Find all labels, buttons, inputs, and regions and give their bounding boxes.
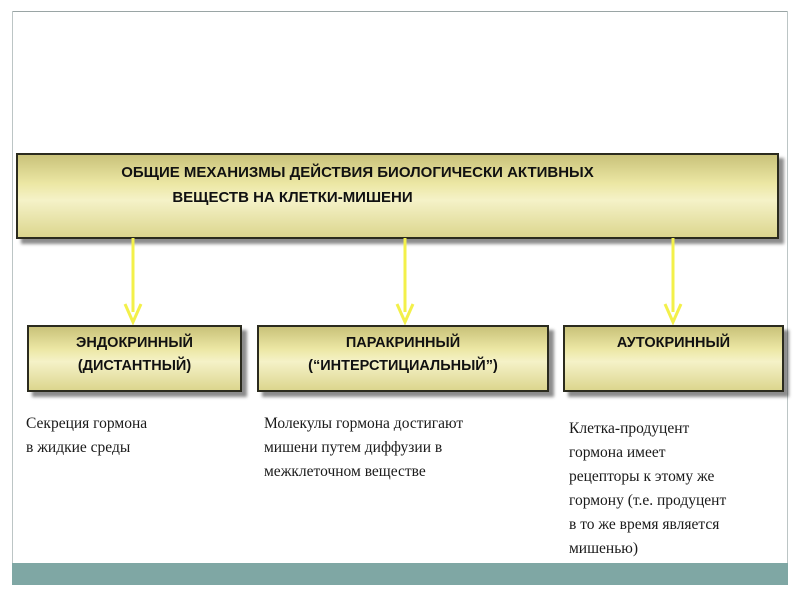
main-heading-line-2: ВЕЩЕСТВ НА КЛЕТКИ-МИШЕНИ	[172, 189, 413, 206]
endocrine-title-line-1: ЭНДОКРИННЫЙ	[76, 335, 193, 351]
autocrine-description-line: Клетка-продуцент	[569, 420, 690, 437]
autocrine-title-line-1: АУТОКРИННЫЙ	[616, 335, 731, 351]
endocrine-description-line: Секреция гормона	[26, 415, 148, 432]
paracrine-description-line: мишени путем диффузии в	[264, 439, 443, 456]
autocrine-box: АУТОКРИННЫЙ	[563, 325, 784, 392]
endocrine-description-line: в жидкие среды	[26, 439, 131, 456]
paracrine-description-line: межклеточном веществе	[264, 463, 426, 480]
autocrine-description-line: рецепторы к этому же	[569, 468, 715, 485]
down-arrow-endocrine	[123, 238, 143, 326]
down-arrow-autocrine	[663, 238, 683, 326]
main-heading-box: ОБЩИЕ МЕХАНИЗМЫ ДЕЙСТВИЯ БИОЛОГИЧЕСКИ АК…	[16, 153, 779, 239]
top-divider	[12, 11, 788, 12]
endocrine-title-line-2: (ДИСТАНТНЫЙ)	[77, 358, 192, 374]
left-border	[12, 11, 13, 585]
main-heading-line-1: ОБЩИЕ МЕХАНИЗМЫ ДЕЙСТВИЯ БИОЛОГИЧЕСКИ АК…	[121, 164, 594, 181]
autocrine-description-line: мишенью)	[569, 540, 639, 557]
paracrine-description-line: Молекулы гормона достигают	[264, 415, 464, 432]
paracrine-title-line-1: ПАРАКРИННЫЙ	[345, 335, 461, 351]
autocrine-description-line: гормону (т.е. продуцент	[569, 492, 727, 509]
paracrine-title-line-2: (“ИНТЕРСТИЦИАЛЬНЫЙ”)	[308, 358, 498, 374]
down-arrow-paracrine	[395, 238, 415, 326]
autocrine-description-line: гормона имеет	[569, 444, 666, 461]
endocrine-description: Секреция гормона в жидкие среды	[26, 412, 147, 460]
right-border	[787, 11, 788, 585]
autocrine-description-line: в то же время является	[569, 516, 720, 533]
paracrine-description: Молекулы гормона достигают мишени путем …	[264, 412, 463, 484]
footer-bar	[12, 563, 788, 585]
endocrine-box: ЭНДОКРИННЫЙ (ДИСТАНТНЫЙ)	[27, 325, 242, 392]
paracrine-box: ПАРАКРИННЫЙ (“ИНТЕРСТИЦИАЛЬНЫЙ”)	[257, 325, 549, 392]
autocrine-description: Клетка-продуцент гормона имеет рецепторы…	[569, 417, 726, 561]
